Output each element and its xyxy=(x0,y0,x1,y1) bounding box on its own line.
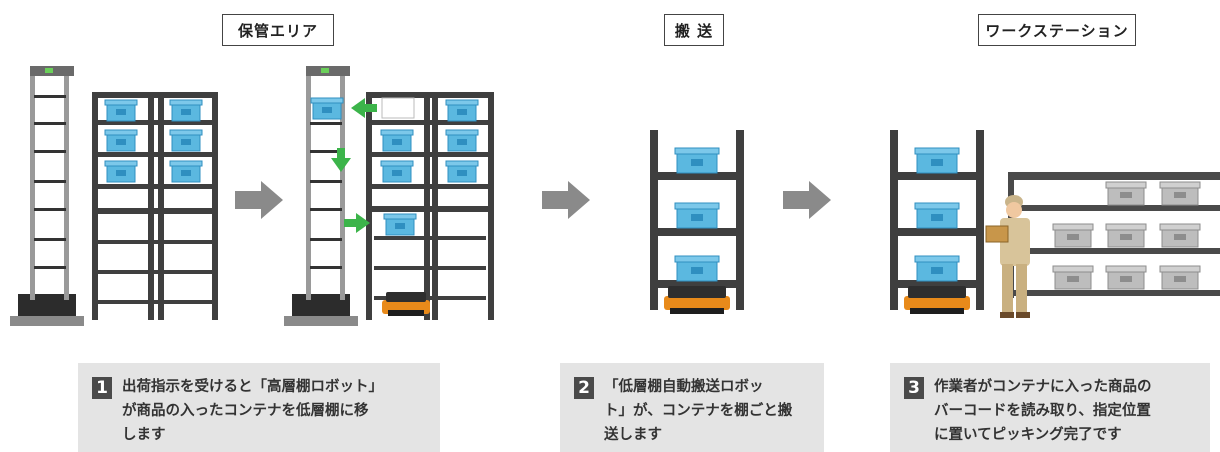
step-2-description: 2 「低層棚自動搬送ロボッ ト」が、コンテナを棚ごと搬 送します xyxy=(560,363,824,452)
step-text: 作業者がコンテナに入った商品の バーコードを読み取り、指定位置 に置いてピッキン… xyxy=(934,379,1152,443)
low-shelf-robot-icon xyxy=(904,286,970,314)
tall-shelf-robot-icon xyxy=(10,66,84,326)
step-number-badge: 1 xyxy=(92,377,112,399)
right-arrow-icon xyxy=(783,181,831,219)
green-arrow-icon xyxy=(344,213,370,233)
stage-label-workstation: ワークステーション xyxy=(978,14,1136,46)
storage-rack xyxy=(92,92,218,320)
low-shelf xyxy=(890,130,984,310)
step-number-badge: 2 xyxy=(574,377,594,399)
storage-rack xyxy=(366,92,494,320)
stage-label-transport: 搬 送 xyxy=(664,14,724,46)
tall-shelf-robot-icon xyxy=(284,66,358,326)
right-arrow-icon xyxy=(235,181,283,219)
step-number-badge: 3 xyxy=(904,377,924,399)
green-arrow-icon xyxy=(331,148,351,172)
right-arrow-icon xyxy=(542,181,590,219)
worker-icon xyxy=(985,195,1030,318)
step-text: 「低層棚自動搬送ロボッ ト」が、コンテナを棚ごと搬 送します xyxy=(604,379,793,443)
step-1-description: 1 出荷指示を受けると「高層棚ロボット」 が商品の入ったコンテナを低層棚に移 し… xyxy=(78,363,440,452)
low-shelf xyxy=(650,130,744,310)
step-3-description: 3 作業者がコンテナに入った商品の バーコードを読み取り、指定位置 に置いてピッ… xyxy=(890,363,1210,452)
green-arrow-icon xyxy=(351,98,377,118)
workstation-containers xyxy=(914,147,960,282)
low-shelf-robot-icon xyxy=(664,286,730,314)
picking-boxes xyxy=(1052,181,1201,290)
step-text: 出荷指示を受けると「高層棚ロボット」 が商品の入ったコンテナを低層棚に移 します xyxy=(122,379,383,443)
stage-label-storage: 保管エリア xyxy=(222,14,334,46)
low-shelf-robot-icon xyxy=(382,292,430,316)
transported-containers xyxy=(674,147,720,282)
